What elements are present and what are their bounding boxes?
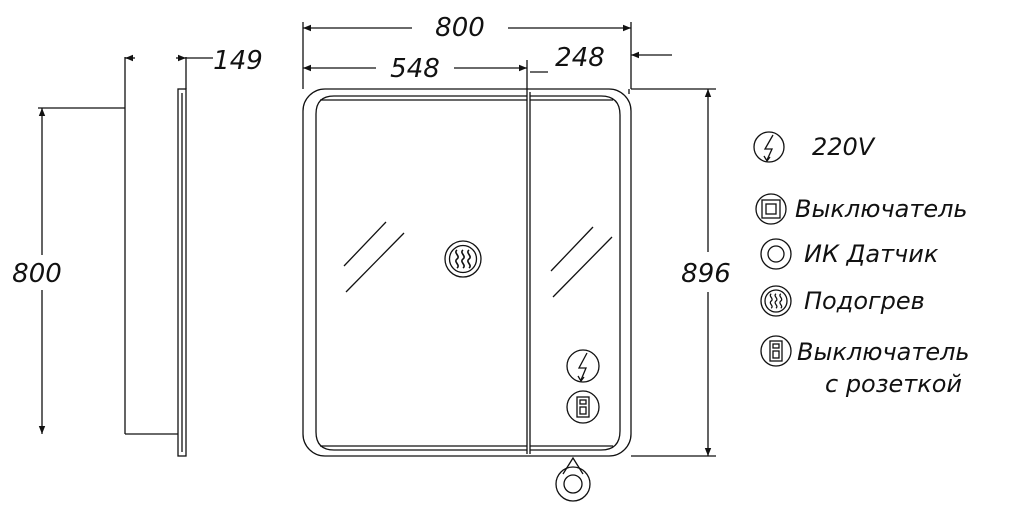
left-section-width-label: 548 (390, 54, 440, 84)
legend-label-heating: Подогрев (804, 287, 925, 315)
left-section-dimension (303, 60, 528, 92)
legend-switch-icon (755, 193, 787, 225)
ir-sensor-icon (555, 456, 591, 502)
mirror-reflection-marks (343, 221, 613, 298)
heating-icon (444, 240, 482, 278)
legend-label-switch-socket: Выключатель (797, 338, 970, 366)
total-height-label: 896 (681, 259, 731, 289)
side-height-label: 800 (12, 259, 62, 289)
legend-label-ir-sensor: ИК Датчик (804, 240, 939, 268)
right-section-dimension (530, 51, 672, 73)
legend-label-switch-socket-line2: с розеткой (825, 370, 962, 398)
left-mirror-door (315, 95, 527, 451)
side-height-dimension (38, 107, 125, 434)
right-section-width-label: 248 (555, 43, 605, 73)
legend-lightning-icon (753, 131, 785, 163)
switch-socket-icon (566, 390, 600, 424)
cabinet-front (302, 88, 632, 457)
legend-label-220v: 220V (812, 133, 876, 161)
legend-switch-socket-icon (760, 335, 792, 367)
cabinet-outline (302, 88, 632, 457)
side-view (124, 57, 187, 457)
legend-label-switch: Выключатель (795, 195, 968, 223)
total-height-dimension (631, 88, 716, 457)
depth-label: 149 (213, 46, 263, 76)
legend-ir-sensor-icon (760, 238, 792, 270)
side-panel (177, 88, 187, 457)
lightning-icon (566, 349, 600, 383)
legend-heating-icon (760, 285, 792, 317)
right-mirror-door (530, 95, 621, 451)
total-width-label: 800 (435, 13, 485, 43)
